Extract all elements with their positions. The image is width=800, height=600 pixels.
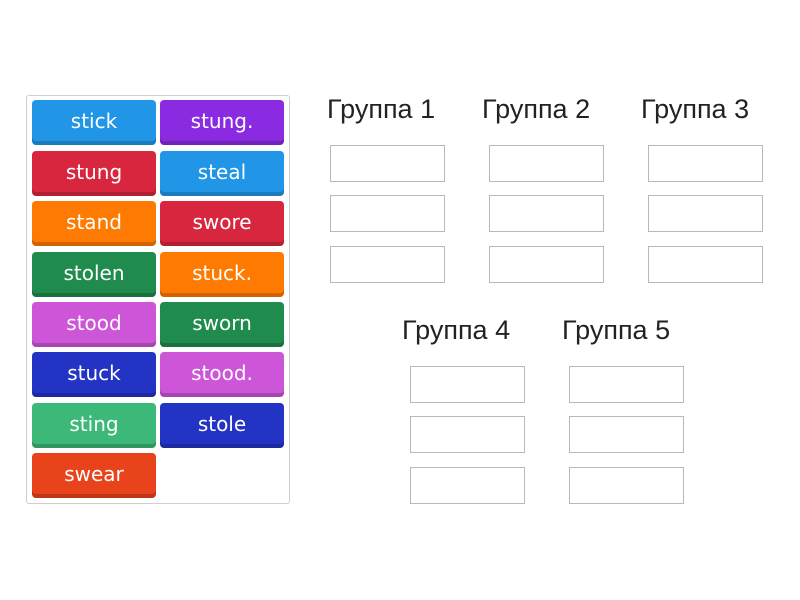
group-1-slot[interactable] — [330, 145, 445, 182]
group-2-slot[interactable] — [489, 195, 604, 232]
group-5-slot[interactable] — [569, 366, 684, 403]
group-title-3: Группа 3 — [641, 94, 750, 124]
group-2-slot[interactable] — [489, 145, 604, 182]
word-card[interactable]: stolen — [32, 252, 156, 297]
group-3-slot[interactable] — [648, 195, 763, 232]
word-card[interactable]: stand — [32, 201, 156, 246]
group-1-slot[interactable] — [330, 246, 445, 283]
word-card[interactable]: stuck — [32, 352, 156, 397]
word-card[interactable]: swore — [160, 201, 284, 246]
group-title-1: Группа 1 — [327, 94, 436, 124]
word-card[interactable]: swear — [32, 453, 156, 498]
word-card[interactable]: steal — [160, 151, 284, 196]
group-3-slot[interactable] — [648, 246, 763, 283]
word-card[interactable]: stuck. — [160, 252, 284, 297]
group-4-slot[interactable] — [410, 416, 525, 453]
group-title-5: Группа 5 — [562, 315, 671, 345]
word-card[interactable]: stung. — [160, 100, 284, 145]
group-5-slot[interactable] — [569, 467, 684, 504]
word-card[interactable]: stung — [32, 151, 156, 196]
word-card[interactable]: stole — [160, 403, 284, 448]
group-3-slot[interactable] — [648, 145, 763, 182]
group-1-slot[interactable] — [330, 195, 445, 232]
group-5-slot[interactable] — [569, 416, 684, 453]
word-card[interactable]: stick — [32, 100, 156, 145]
group-title-4: Группа 4 — [402, 315, 511, 345]
word-card[interactable]: sworn — [160, 302, 284, 347]
word-card[interactable]: stood — [32, 302, 156, 347]
group-title-2: Группа 2 — [482, 94, 591, 124]
group-4-slot[interactable] — [410, 467, 525, 504]
group-2-slot[interactable] — [489, 246, 604, 283]
group-4-slot[interactable] — [410, 366, 525, 403]
word-card[interactable]: stood. — [160, 352, 284, 397]
word-card[interactable]: sting — [32, 403, 156, 448]
